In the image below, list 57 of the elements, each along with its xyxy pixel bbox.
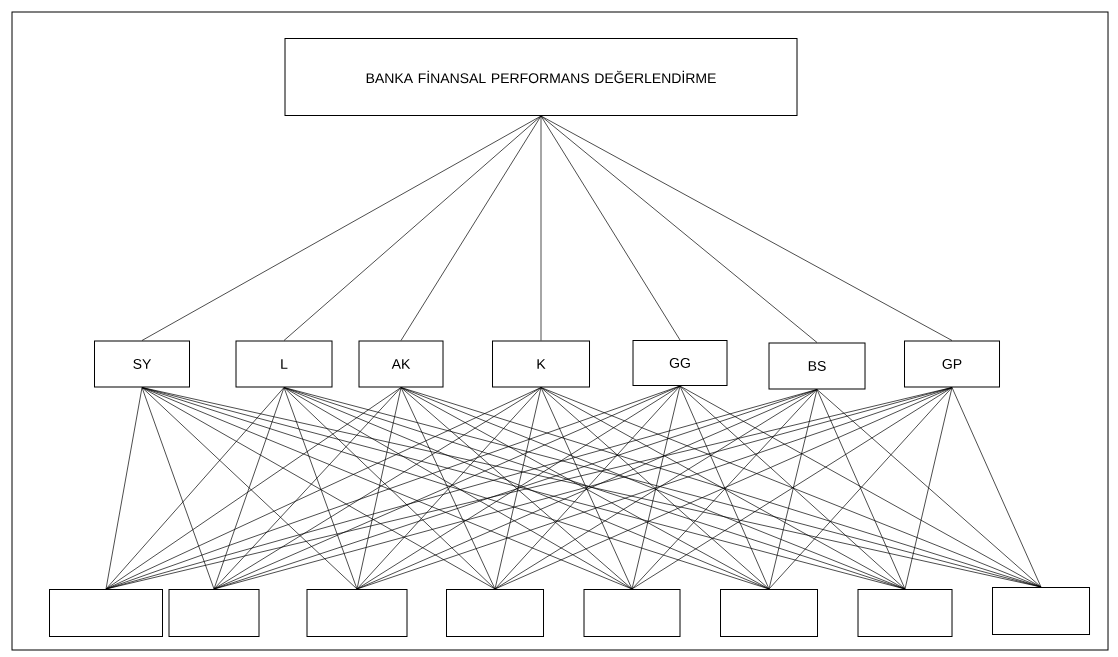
connector-line [679,385,906,590]
connector-line [951,387,1042,588]
connector-line [540,387,770,590]
connector-line [105,387,143,590]
connector-line [283,387,358,590]
connector-line [105,387,402,590]
criterion-box: GP [904,340,1000,388]
title-box: BANKA FİNANSAL PERFORMANS DEĞERLENDİRME [284,38,798,116]
connector-line [540,387,633,590]
connector-line [816,389,906,590]
alternative-box [720,589,818,637]
connector-line [768,387,953,590]
connector-line [494,387,542,590]
alternative-box [168,589,260,637]
connector-line [816,389,1042,588]
connector-line [356,385,681,590]
connector-line [540,115,953,341]
alternative-box [49,589,163,637]
connector-line [356,387,542,590]
connector-line [679,385,770,590]
connector-line [540,387,1042,588]
connector-line [631,389,818,590]
connector-line [213,387,285,590]
alternative-box [857,589,953,637]
connector-line [540,115,542,341]
connector-line [494,385,681,590]
connector-line [904,387,953,590]
connector-line [400,115,542,341]
connector-line [141,387,358,590]
connector-line [494,389,818,590]
connector-line [141,387,496,590]
connector-line [400,387,496,590]
connector-line [356,387,402,590]
criterion-box: K [492,340,590,388]
alternative-box [306,589,408,637]
connector-line [631,385,681,590]
connector-line [540,115,681,341]
connector-line [283,115,542,341]
connector-line [213,387,402,590]
alternative-box [583,589,681,637]
alternative-box [992,587,1090,635]
connector-line [400,387,1042,588]
connector-line [105,387,285,590]
criterion-box: SY [94,340,190,388]
criterion-box: L [235,340,333,388]
connector-line [540,115,818,343]
criterion-box: AK [358,340,444,388]
criterion-box: BS [768,342,866,390]
connector-line [141,387,215,590]
connector-line [400,387,633,590]
connector-line [494,387,953,590]
connector-line [213,387,542,590]
alternative-box [446,589,544,637]
criterion-box: GG [632,340,728,386]
connector-line [768,389,818,590]
connector-line [283,387,496,590]
connector-line [631,387,953,590]
